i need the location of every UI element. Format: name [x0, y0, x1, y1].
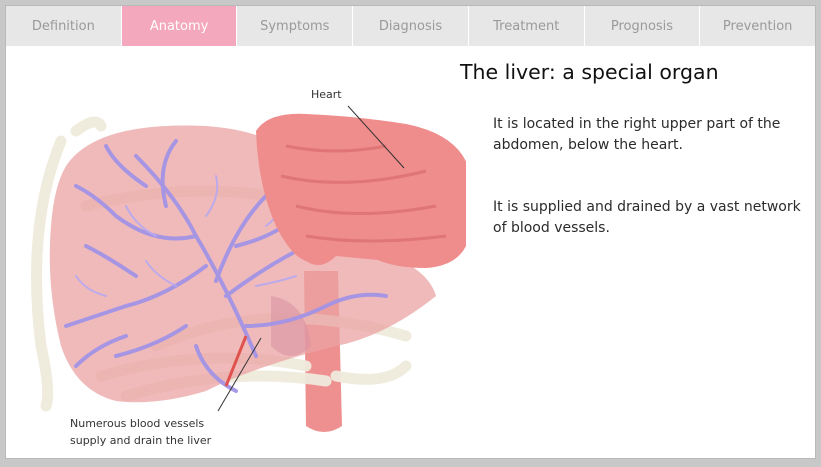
tab-diagnosis[interactable]: Diagnosis	[353, 6, 469, 46]
liver-anatomy-illustration	[31, 105, 466, 432]
paragraph-blood-supply: It is supplied and drained by a vast net…	[493, 199, 801, 236]
vessels-label-line2: supply and drain the liver	[70, 434, 212, 447]
tab-treatment[interactable]: Treatment	[469, 6, 585, 46]
tab-symptoms[interactable]: Symptoms	[237, 6, 354, 46]
gallbladder	[271, 296, 311, 356]
paragraph-location: It is located in the right upper part of…	[493, 116, 781, 153]
tab-prevention[interactable]: Prevention	[722, 18, 793, 34]
heart	[256, 113, 466, 268]
vessels-label: Numerous blood vessels supply and drain …	[70, 415, 270, 449]
heart-label: Heart	[311, 88, 342, 101]
liver	[49, 125, 436, 403]
hepatic-artery	[224, 335, 248, 387]
heart-texture	[280, 144, 447, 243]
tab-anatomy[interactable]: Anatomy	[121, 6, 238, 46]
blood-vessels	[64, 139, 388, 393]
page-title: The liver: a special organ	[460, 60, 719, 84]
vessels-label-line1: Numerous blood vessels	[70, 417, 205, 430]
tab-bar: Definition Anatomy Symptoms Diagnosis Tr…	[6, 6, 815, 46]
vessels-leader-line	[217, 337, 262, 412]
heart-leader-line	[347, 105, 405, 169]
tab-definition[interactable]: Definition	[6, 6, 122, 46]
tab-prognosis[interactable]: Prognosis	[585, 6, 701, 46]
slide-frame: Definition Anatomy Symptoms Diagnosis Tr…	[5, 5, 816, 459]
